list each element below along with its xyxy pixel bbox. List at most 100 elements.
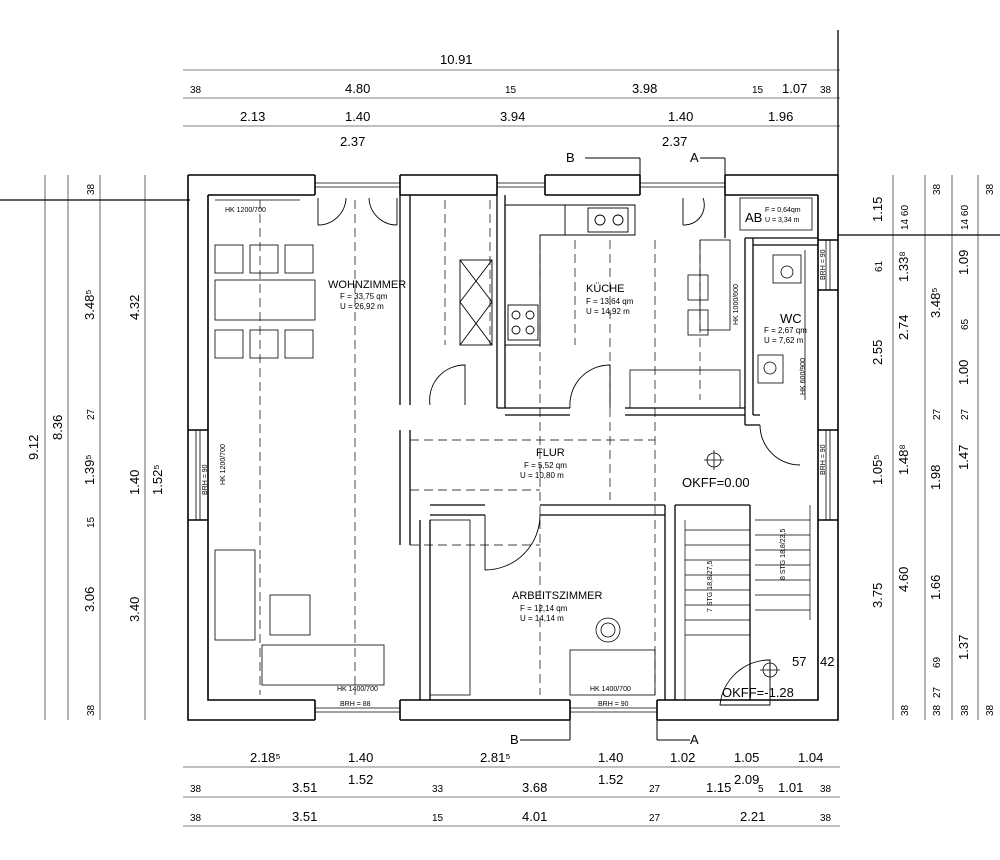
radiator-label: HK 1200/700 — [225, 207, 266, 214]
room-name-flur: FLUR — [536, 447, 565, 459]
dim-top: 1.40 — [345, 109, 370, 124]
dim-right: 3.48⁵ — [928, 287, 943, 318]
dim-bottom: 2.21 — [740, 809, 765, 824]
dim-right: 1.37 — [956, 635, 971, 660]
doors — [317, 197, 801, 706]
dim-right: 38 — [932, 704, 943, 716]
section-mark-a: A — [690, 150, 699, 165]
dim-top: 1.96 — [768, 109, 793, 124]
dim-left: 3.48⁵ — [82, 289, 97, 320]
wc-fixtures — [757, 250, 806, 400]
stairs — [684, 505, 811, 700]
room-name-kueche: KÜCHE — [586, 283, 625, 295]
dim-bottom: 38 — [820, 784, 832, 795]
dim-right: 38 — [932, 183, 943, 195]
dim-bottom: 1.52 — [348, 772, 373, 787]
dim-right: 1.48⁸ — [896, 444, 911, 475]
room-name-ab: AB — [745, 210, 762, 225]
dim-bottom: 1.05 — [734, 750, 759, 765]
radiator-label: HK 1000/600 — [733, 284, 740, 325]
dim-left: 8.36 — [50, 415, 65, 440]
dim-left: 4.32 — [127, 295, 142, 320]
dim-right: 27 — [932, 686, 943, 698]
level-markers — [704, 450, 780, 680]
room-perimeter-wc: U = 7,62 m — [764, 336, 804, 345]
section-mark-a: A — [690, 732, 699, 747]
room-perimeter-ab: U = 3,34 m — [765, 217, 800, 224]
dim-top: 38 — [190, 85, 202, 96]
dim-bottom: 3.51 — [292, 780, 317, 795]
dimension-lines — [44, 69, 979, 827]
room-name-wohnzimmer: WOHNZIMMER — [328, 279, 406, 291]
dim-right: 1.00 — [956, 360, 971, 385]
dim-bottom: 33 — [432, 784, 444, 795]
dim-top: 38 — [820, 85, 832, 96]
dim-right: 4.60 — [896, 567, 911, 592]
dim-top: 2.13 — [240, 109, 265, 124]
sill-height-label: BRH = 90 — [202, 464, 209, 495]
interior-walls — [399, 195, 818, 700]
dim-bottom: 2.09 — [734, 772, 759, 787]
dim-bottom: 1.01 — [778, 780, 803, 795]
reference-lines — [0, 30, 1000, 236]
section-mark-b: B — [510, 732, 519, 747]
kitchen-dining — [629, 239, 741, 409]
dim-top: 3.94 — [500, 109, 525, 124]
room-perimeter-arbeitszimmer: U = 14,14 m — [520, 614, 564, 623]
dim-right: 38 — [900, 704, 911, 716]
floor-level-main: OKFF=0.00 — [682, 475, 750, 490]
exterior-walls — [187, 174, 839, 721]
room-area-arbeitszimmer: F = 12,14 qm — [520, 604, 568, 613]
sill-height-label: BRH = 90 — [820, 249, 827, 280]
floor-level-stair: OKFF=-1.28 — [722, 685, 794, 700]
radiator-label: HK 1200/700 — [220, 444, 227, 485]
room-perimeter-flur: U = 10,80 m — [520, 471, 564, 480]
dim-bottom: 15 — [432, 813, 444, 824]
dim-right: 1.05⁵ — [870, 454, 885, 485]
dim-top: 1.07 — [782, 81, 807, 96]
dim-top: 2.37 — [340, 134, 365, 149]
radiator-label: HK 600/900 — [800, 358, 807, 395]
dim-right: 2.55 — [870, 340, 885, 365]
radiator-label: HK 1400/700 — [337, 686, 378, 693]
dim-right: 3.75 — [870, 583, 885, 608]
kitchen-counter — [459, 204, 636, 346]
dim-left: 1.39⁵ — [82, 454, 97, 485]
sill-height-label: BRH = 90 — [598, 701, 629, 708]
dim-right: 27 — [932, 408, 943, 420]
dim-bottom: 38 — [190, 813, 202, 824]
dim-bottom: 1.02 — [670, 750, 695, 765]
dim-bottom: 1.40 — [598, 750, 623, 765]
dim-left: 38 — [86, 704, 97, 716]
sill-height-label: BRH = 90 — [820, 444, 827, 475]
dim-bottom: 38 — [820, 813, 832, 824]
sill-height-label: BRH = 88 — [340, 701, 371, 708]
ceiling-beams — [259, 200, 701, 695]
room-perimeter-kueche: U = 14,92 m — [586, 307, 630, 316]
dim-right: 61 — [874, 260, 885, 272]
dim-left: 38 — [86, 183, 97, 195]
room-area-wohnzimmer: F = 33,75 qm — [340, 292, 388, 301]
dim-right: 38 — [960, 704, 971, 716]
dim-bottom: 38 — [190, 784, 202, 795]
dim-top: 1.40 — [668, 109, 693, 124]
dim-right: 38 — [985, 704, 996, 716]
dim-right: 14 60 — [960, 205, 971, 230]
dim-right: 38 — [985, 183, 996, 195]
room-name-wc: WC — [780, 311, 802, 326]
dim-right: 1.66 — [928, 575, 943, 600]
office-furniture — [429, 519, 656, 696]
ab-label-box — [739, 197, 813, 231]
dim-right: 27 — [960, 408, 971, 420]
dim-top: 4.80 — [345, 81, 370, 96]
dim-right: 1.09 — [956, 250, 971, 275]
dim-right: 1.33⁸ — [896, 251, 911, 282]
section-lines — [520, 157, 726, 741]
room-area-wc: F = 2,67 qm — [764, 326, 807, 335]
dim-bottom: 1.04 — [798, 750, 823, 765]
stair-spec-upper: 8 STG 18,8/23,5 — [780, 529, 787, 580]
dim-left: 1.40 — [127, 470, 142, 495]
dim-left: 9.12 — [26, 435, 41, 460]
dim-bottom: 1.40 — [348, 750, 373, 765]
dim-bottom: 1.52 — [598, 772, 623, 787]
